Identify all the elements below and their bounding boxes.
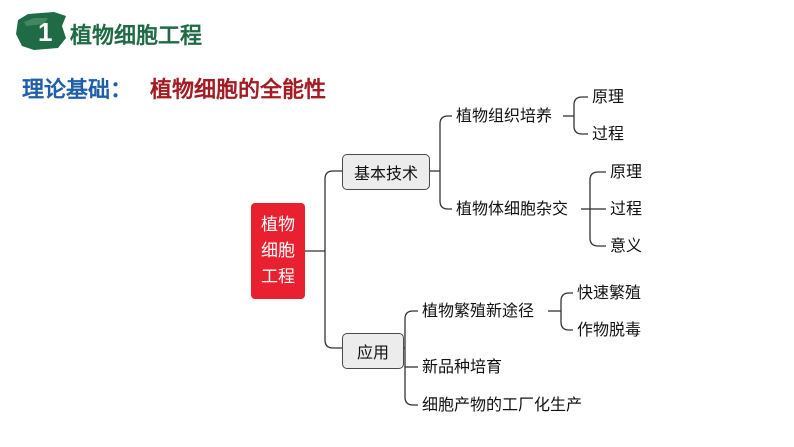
node-somatic-hybridization: 植物体细胞杂交 (456, 199, 569, 218)
leaf-hybrid-process: 过程 (610, 199, 643, 218)
branch-application-node: 应用 (342, 333, 404, 369)
leaf-crop-detox: 作物脱毒 (577, 320, 642, 339)
node-tissue-culture: 植物组织培养 (456, 106, 553, 125)
node-factory-production: 细胞产物的工厂化生产 (422, 395, 583, 414)
mindmap-root-node: 植物细胞工程 (251, 203, 305, 299)
branch-basic-tech-node: 基本技术 (342, 154, 430, 190)
node-new-variety: 新品种培育 (422, 357, 503, 376)
root-label: 植物细胞工程 (261, 215, 295, 287)
leaf-rapid-propagation: 快速繁殖 (577, 283, 642, 302)
leaf-hybrid-significance: 意义 (610, 236, 643, 255)
leaf-tissue-principle: 原理 (592, 87, 625, 106)
leaf-tissue-process: 过程 (592, 124, 625, 143)
node-new-propagation: 植物繁殖新途径 (422, 301, 535, 320)
page-title: 植物细胞工程 (70, 24, 203, 49)
subtitle-label: 理论基础： (22, 78, 133, 103)
badge-number: 1 (38, 17, 52, 47)
leaf-hybrid-principle: 原理 (610, 162, 643, 181)
subtitle-value: 植物细胞的全能性 (150, 77, 327, 103)
header-badge-icon: 1 (16, 12, 66, 50)
